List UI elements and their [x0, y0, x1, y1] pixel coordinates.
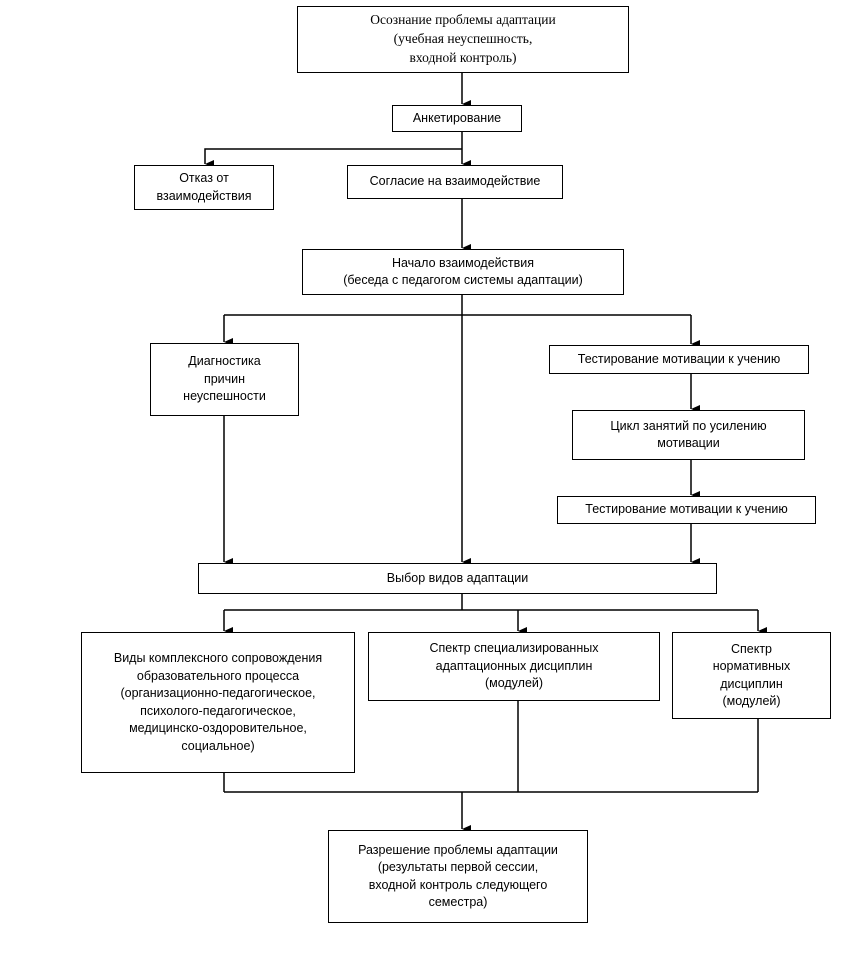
node-text-line: Осознание проблемы адаптации — [370, 12, 556, 28]
node-text-line: Разрешение проблемы адаптации — [358, 842, 558, 857]
node-text-line: социальное) — [181, 738, 255, 753]
node-refusal: Отказ от взаимодействия — [134, 165, 274, 210]
node-text-line: мотивации — [657, 436, 720, 450]
node-text-line: дисциплин — [720, 676, 783, 691]
node-text-line: Диагностика — [188, 354, 261, 369]
node-text-line: Тестирование мотивации к учению — [585, 502, 788, 517]
node-motivation-test-1: Тестирование мотивации к учению — [549, 345, 809, 374]
node-text-line: (модулей) — [722, 694, 781, 708]
node-text-line: семестра) — [428, 895, 488, 909]
node-text-line: Начало взаимодействия — [391, 255, 535, 270]
node-text-line: медицинско-оздоровительное, — [129, 721, 307, 735]
node-text-line: входной контроль) — [409, 49, 517, 65]
node-diagnostics: Диагностика причин неуспешности — [150, 343, 299, 416]
node-text-line: неуспешности — [183, 389, 266, 404]
node-text-line: Анкетирование — [412, 110, 502, 125]
node-text-line: (модулей) — [484, 676, 544, 691]
node-text-line: (учебная неуспешность, — [393, 31, 533, 47]
connector-survey-refusal — [204, 148, 462, 168]
node-motivation-cycle: Цикл занятий по усилению мотивации — [572, 410, 805, 460]
node-normative: Спектр нормативных дисциплин (модулей) — [672, 632, 831, 719]
node-text-line: нормативных — [712, 659, 791, 673]
node-consent: Согласие на взаимодействие — [347, 165, 563, 199]
node-text-line: (результаты первой сессии, — [377, 860, 539, 874]
node-resolution: Разрешение проблемы адаптации (результаты… — [328, 830, 588, 923]
node-support: Виды комплексного сопровождения образоват… — [81, 632, 355, 773]
node-text-line: Спектр — [730, 641, 773, 656]
node-text-line: взаимодействия — [156, 188, 252, 203]
node-awareness: Осознание проблемы адаптации (учебная неу… — [297, 6, 629, 73]
node-text-line: образовательного процесса — [136, 668, 300, 683]
node-survey: Анкетирование — [392, 105, 522, 132]
node-text-line: Выбор видов адаптации — [386, 570, 529, 585]
node-choice: Выбор видов адаптации — [198, 563, 717, 594]
node-text-line: Виды комплексного сопровождения — [113, 651, 323, 665]
node-text-line: Тестирование мотивации к учению — [577, 351, 781, 366]
node-text-line: входной контроль следующего — [368, 877, 548, 892]
node-text-line: Отказ от — [179, 171, 229, 185]
node-text-line: психолого-педагогическое, — [140, 703, 296, 718]
node-text-line: Спектр специализированных — [429, 641, 599, 656]
node-text-line: Цикл занятий по усилению — [610, 418, 767, 433]
node-special: Спектр специализированных адаптационных д… — [368, 632, 660, 701]
node-text-line: Согласие на взаимодействие — [369, 174, 541, 189]
node-start: Начало взаимодействия (беседа с педагогом… — [302, 249, 624, 295]
node-motivation-test-2: Тестирование мотивации к учению — [557, 496, 816, 524]
node-text-line: (организационно-педагогическое, — [120, 686, 316, 700]
node-text-line: адаптационных дисциплин — [435, 658, 593, 673]
node-text-line: причин — [203, 371, 246, 386]
node-text-line: (беседа с педагогом системы адаптации) — [343, 273, 583, 287]
